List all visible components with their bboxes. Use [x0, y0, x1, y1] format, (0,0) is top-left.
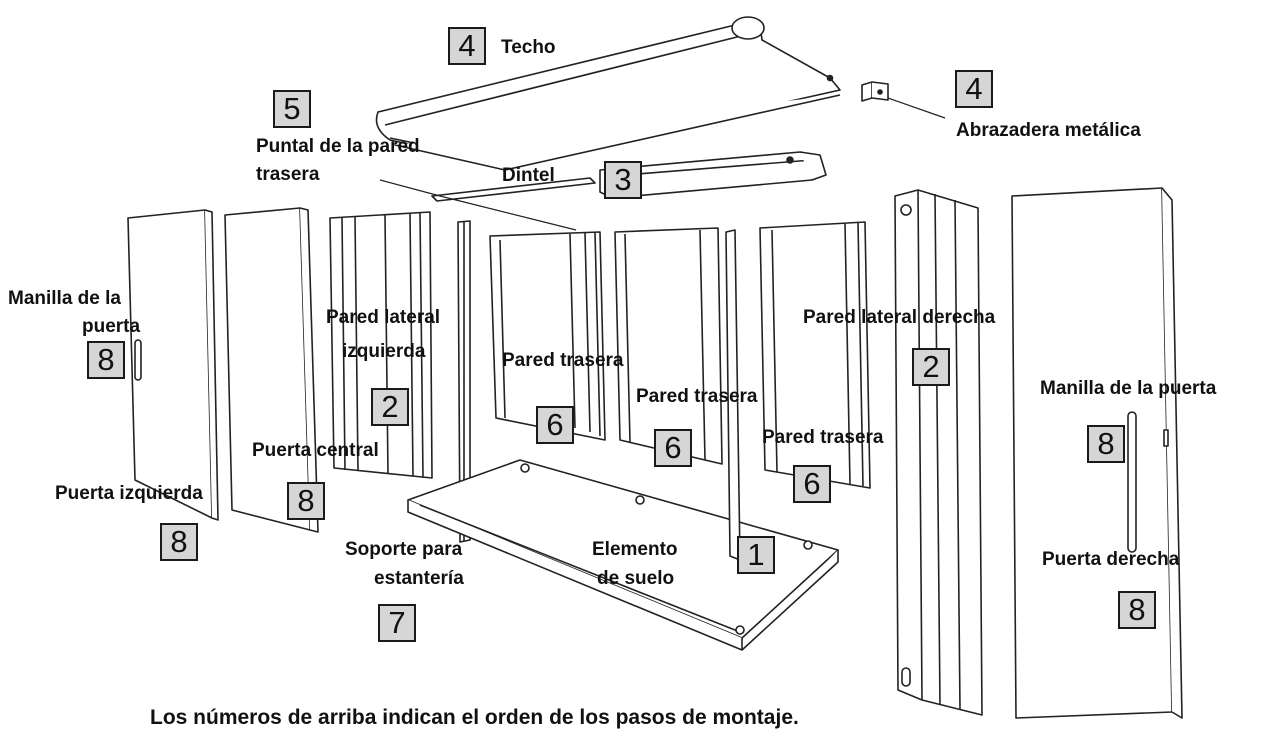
step-badge-left-side-wall: 2	[371, 388, 409, 426]
label-right-door: Puerta derecha	[1042, 549, 1180, 570]
label-rear-strut-line2: trasera	[256, 164, 320, 185]
step-badge-floor-element: 1	[737, 536, 775, 574]
label-lintel: Dintel	[502, 165, 555, 186]
step-badge-rear-strut: 5	[273, 90, 311, 128]
label-left-door-handle-line2: puerta	[82, 316, 141, 337]
rear-wall-a-frame	[489, 231, 606, 441]
step-badge-rear-wall-b: 6	[654, 429, 692, 467]
label-left-side-wall-line1: Pared lateral	[326, 307, 441, 328]
label-right-side-wall: Pared lateral derecha	[803, 307, 996, 328]
step-badge-right-door-handle: 8	[1087, 425, 1125, 463]
floor-element	[407, 459, 839, 651]
assembly-order-caption: Los números de arriba indican el orden d…	[150, 706, 799, 729]
label-rear-wall-c: Pared trasera	[762, 427, 884, 448]
center-door-panel	[224, 207, 319, 533]
label-floor-element-line2: de suelo	[597, 568, 675, 589]
lintel-beam	[599, 151, 827, 199]
right-side-wall	[894, 189, 983, 716]
label-metal-bracket: Abrazadera metálica	[956, 120, 1141, 141]
step-badge-right-side-wall: 2	[912, 348, 950, 386]
left-door-panel	[127, 209, 219, 521]
shelf-support-upright	[457, 220, 471, 543]
label-left-door: Puerta izquierda	[55, 483, 203, 504]
step-badge-center-door: 8	[287, 482, 325, 520]
label-roof: Techo	[501, 37, 556, 58]
step-badge-right-door: 8	[1118, 591, 1156, 629]
step-badge-roof: 4	[448, 27, 486, 65]
label-rear-strut-line1: Puntal de la pared	[256, 136, 420, 157]
label-shelf-support-line2: estantería	[374, 568, 464, 589]
step-badge-rear-wall-a: 6	[536, 406, 574, 444]
step-badge-lintel: 3	[604, 161, 642, 199]
rear-wall-c-frame	[759, 221, 871, 489]
step-badge-left-door: 8	[160, 523, 198, 561]
metal-bracket	[861, 81, 946, 119]
rear-wall-b-frame	[614, 227, 741, 561]
roof-panel	[375, 16, 841, 171]
label-left-side-wall-line2: izquierda	[342, 341, 426, 362]
step-badge-metal-bracket: 4	[955, 70, 993, 108]
label-center-door: Puerta central	[252, 440, 379, 461]
step-badge-shelf-support: 7	[378, 604, 416, 642]
label-left-door-handle-line1: Manilla de la	[8, 288, 121, 309]
label-right-door-handle: Manilla de la puerta	[1040, 378, 1217, 399]
label-floor-element-line1: Elemento	[592, 539, 678, 560]
step-badge-left-door-handle: 8	[87, 341, 125, 379]
label-shelf-support-line1: Soporte para	[345, 539, 463, 560]
label-rear-wall-a: Pared trasera	[502, 350, 624, 371]
step-badge-rear-wall-c: 6	[793, 465, 831, 503]
rear-wall-strut	[379, 177, 596, 231]
label-rear-wall-b: Pared trasera	[636, 386, 758, 407]
